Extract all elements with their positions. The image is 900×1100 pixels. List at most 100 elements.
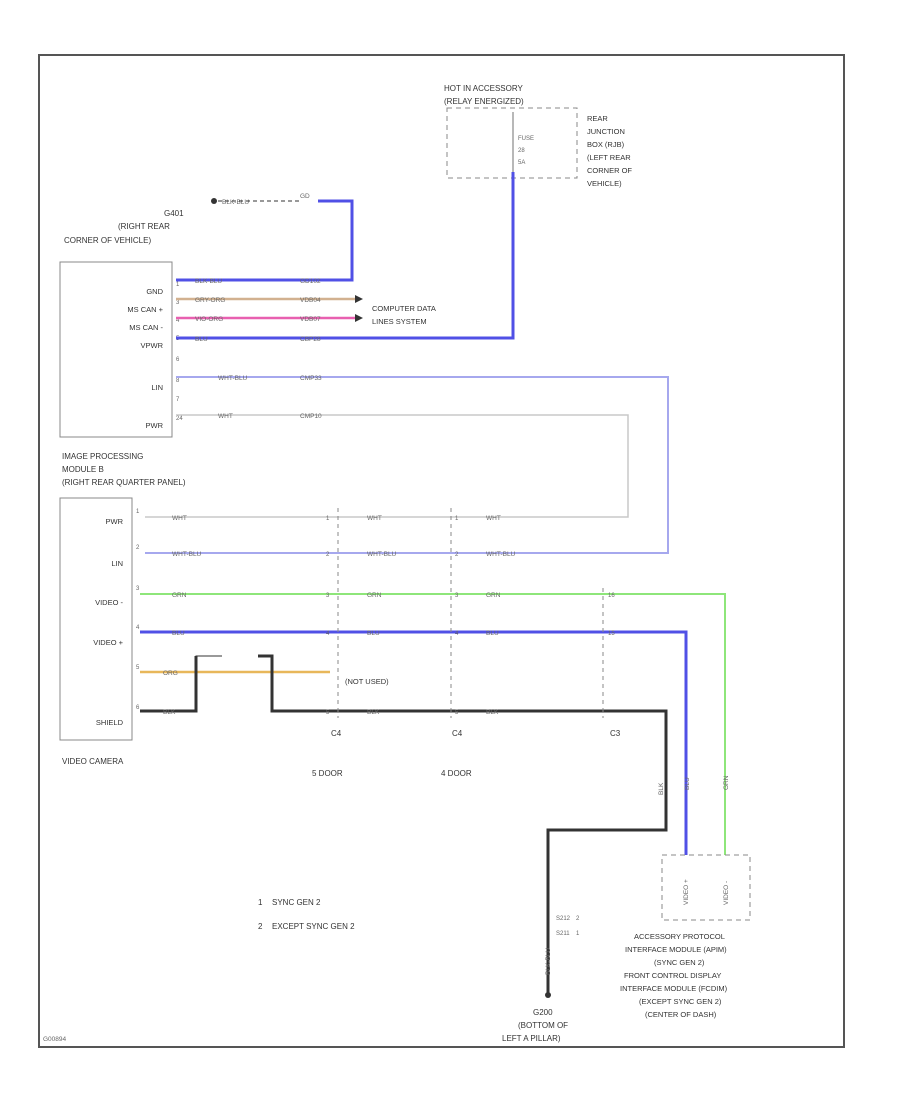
- wire-label: BLK: [486, 709, 499, 716]
- connector-pin-number: 4: [455, 631, 459, 637]
- ipm-name-line: MODULE B: [62, 465, 104, 474]
- ipm-name-line: (RIGHT REAR QUARTER PANEL): [62, 478, 186, 487]
- camera-pin-number: 2: [136, 545, 140, 551]
- apim-name-line: (CENTER OF DASH): [645, 1010, 717, 1019]
- connector-note: 5 DOOR: [312, 769, 343, 778]
- legend-text: SYNC GEN 2: [272, 898, 321, 907]
- apim-name-line: ACCESSORY PROTOCOL: [634, 932, 725, 941]
- rjb-location-line: (LEFT REAR: [587, 153, 631, 162]
- apim-wire-label: BLU: [684, 777, 691, 790]
- fuse-label: FUSE: [518, 136, 534, 142]
- legend-number: 1: [258, 898, 263, 907]
- wire-label: BLU: [486, 630, 499, 637]
- legend: 1 SYNC GEN 2 2 EXCEPT SYNC GEN 2: [258, 898, 355, 931]
- apim-name-line: INTERFACE MODULE (APIM): [625, 945, 727, 954]
- fuse-box: HOT IN ACCESSORY (RELAY ENERGIZED) FUSE …: [444, 84, 632, 188]
- wire-label: BLU: [367, 630, 380, 637]
- wire-shield-blk: [258, 654, 668, 995]
- connector-pin-number: 3: [455, 593, 459, 599]
- apim-pin-label: VIDEO +: [683, 879, 690, 905]
- ground-g200: BLK-BLU S212 2 S211 1 G200 (BOTTOM OF LE…: [502, 916, 580, 1043]
- connector-note: 4 DOOR: [441, 769, 472, 778]
- apim-name-line: FRONT CONTROL DISPLAY: [624, 971, 721, 980]
- wire-label: WHT: [218, 413, 233, 420]
- ipm-pin-label-lin: LIN: [151, 383, 163, 392]
- ground-location-line: (BOTTOM OF: [518, 1021, 568, 1030]
- ground-location-line: CORNER OF VEHICLE): [64, 236, 151, 245]
- connector-pin-number: 15: [608, 631, 615, 637]
- ground-wire-circuit: GD: [300, 193, 310, 200]
- apim-wire-label: GRN: [723, 775, 730, 790]
- wire-gnd-blk-blu: [176, 199, 354, 282]
- connector-name: C4: [331, 729, 342, 738]
- connector-name: C3: [610, 729, 621, 738]
- fuse-box-outline: [446, 107, 578, 179]
- camera-pin-label-video-minus: VIDEO -: [95, 598, 123, 607]
- ipm-pin-label-gnd: GND: [146, 287, 163, 296]
- apim-pin-label: VIDEO -: [723, 881, 730, 905]
- wire-label: WHT-BLU: [218, 375, 248, 382]
- circuit-label: CMP33: [300, 375, 322, 382]
- ipm-pin-number: 1: [176, 282, 180, 288]
- connector-pin-number: 16: [608, 593, 615, 599]
- wire-label: ORG: [163, 670, 178, 677]
- ipm-pin-number: 7: [176, 397, 180, 403]
- wire-label: BLK: [163, 709, 176, 716]
- wire-label: VIO-ORG: [195, 316, 223, 323]
- ground-wire-color: BLK-BLU: [545, 948, 552, 975]
- connector-pin-number: 1: [455, 516, 459, 522]
- ipm-pin-number: 8: [176, 378, 180, 384]
- circuit-label: GD102: [300, 278, 321, 285]
- arrow-icon: [355, 295, 363, 303]
- circuit-label: CBP28: [300, 336, 321, 343]
- connector-pin-number: 5: [326, 710, 330, 716]
- wire-video-plus-blu: [140, 630, 688, 855]
- fuse-number: 28: [518, 148, 525, 154]
- wire-label: GRN: [172, 592, 187, 599]
- connector-pin-number: 3: [326, 593, 330, 599]
- connector-c4-4door: 1 2 3 4 5 C4 4 DOOR: [441, 508, 472, 778]
- splice-label: S212: [556, 916, 571, 922]
- wire-label: GRN: [367, 592, 382, 599]
- ipm-pin-number: 6: [176, 357, 180, 363]
- diagram-frame: [38, 54, 845, 1048]
- circuit-label: VDB07: [300, 316, 321, 323]
- rjb-location-line: REAR: [587, 114, 608, 123]
- connector-pin-number: 2: [326, 552, 330, 558]
- wire-label: BLK-BLU: [195, 278, 222, 285]
- ipm-pin-label-pwr: PWR: [146, 421, 164, 430]
- connector-pin-number: 2: [455, 552, 459, 558]
- connector-c3: 16 15 C3: [602, 588, 621, 738]
- wire-pwr-wht: [145, 414, 629, 518]
- camera-pin-label-shield: SHIELD: [96, 718, 124, 727]
- camera-pin-number: 5: [136, 665, 140, 671]
- wire-label: WHT: [367, 515, 382, 522]
- ground-g401: BLK-BLU GD G401 (RIGHT REAR CORNER OF VE…: [64, 193, 310, 245]
- arrow-icon: [355, 314, 363, 322]
- apim-wire-label: BLK: [658, 782, 665, 795]
- camera-pin-number: 6: [136, 705, 140, 711]
- circuit-label: VDB04: [300, 297, 321, 304]
- wire-label: WHT-BLU: [172, 551, 202, 558]
- wire-label: BLU: [195, 336, 208, 343]
- ipm-name-line: IMAGE PROCESSING: [62, 452, 143, 461]
- rjb-location-line: JUNCTION: [587, 127, 625, 136]
- image-processing-module: GND MS CAN + MS CAN - VPWR LIN PWR 1 3 4…: [59, 261, 186, 487]
- camera-name: VIDEO CAMERA: [62, 757, 124, 766]
- not-used-label: (NOT USED): [345, 677, 389, 686]
- ipm-pin-label-mscan-minus: MS CAN -: [129, 323, 163, 332]
- ground-location-line: LEFT A PILLAR): [502, 1034, 561, 1043]
- ipm-pin-label-mscan-plus: MS CAN +: [127, 305, 163, 314]
- wire-label: WHT-BLU: [367, 551, 397, 558]
- wire-video-minus-grn: [140, 593, 726, 855]
- circuit-label: CMP10: [300, 413, 322, 420]
- legend-number: 2: [258, 922, 263, 931]
- ground-wire-color: BLK-BLU: [222, 199, 249, 206]
- ipm-outline: [59, 261, 173, 438]
- ipm-pin-number: 24: [176, 416, 183, 422]
- apim-name-line: (EXCEPT SYNC GEN 2): [639, 997, 722, 1006]
- rjb-location-line: CORNER OF: [587, 166, 632, 175]
- fuse-box-subtitle: (RELAY ENERGIZED): [444, 97, 524, 106]
- rjb-location-line: BOX (RJB): [587, 140, 625, 149]
- wire-vpwr-blu: [176, 172, 515, 340]
